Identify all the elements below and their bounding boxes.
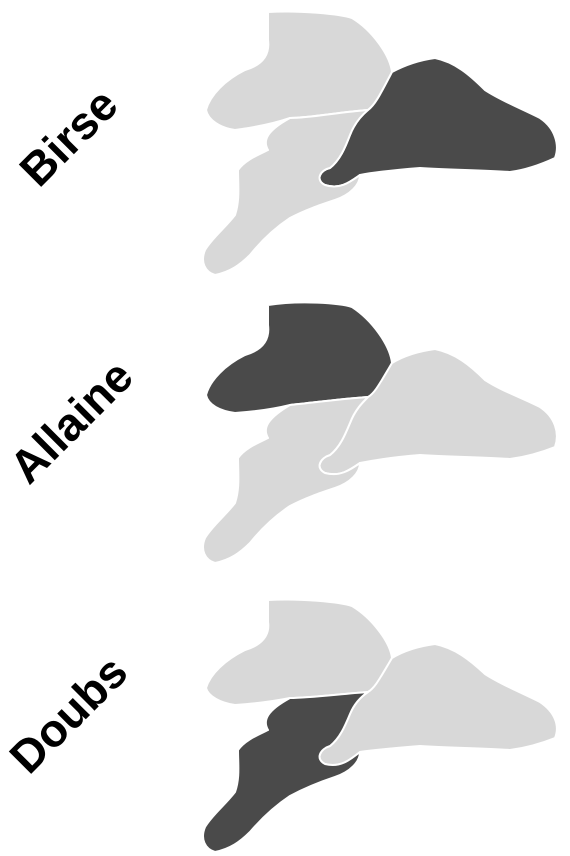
- region-map: [202, 598, 558, 853]
- region-north: [205, 598, 393, 706]
- map-panel-birse: Birse: [0, 0, 570, 285]
- region-southwest: [202, 109, 369, 276]
- map-panel-allaine: Allaine: [0, 285, 570, 570]
- region-map: [202, 301, 558, 564]
- region-southwest: [202, 691, 369, 853]
- region-map: [202, 10, 558, 276]
- map-panel-doubs: Doubs: [0, 570, 570, 855]
- region-southwest: [202, 396, 369, 564]
